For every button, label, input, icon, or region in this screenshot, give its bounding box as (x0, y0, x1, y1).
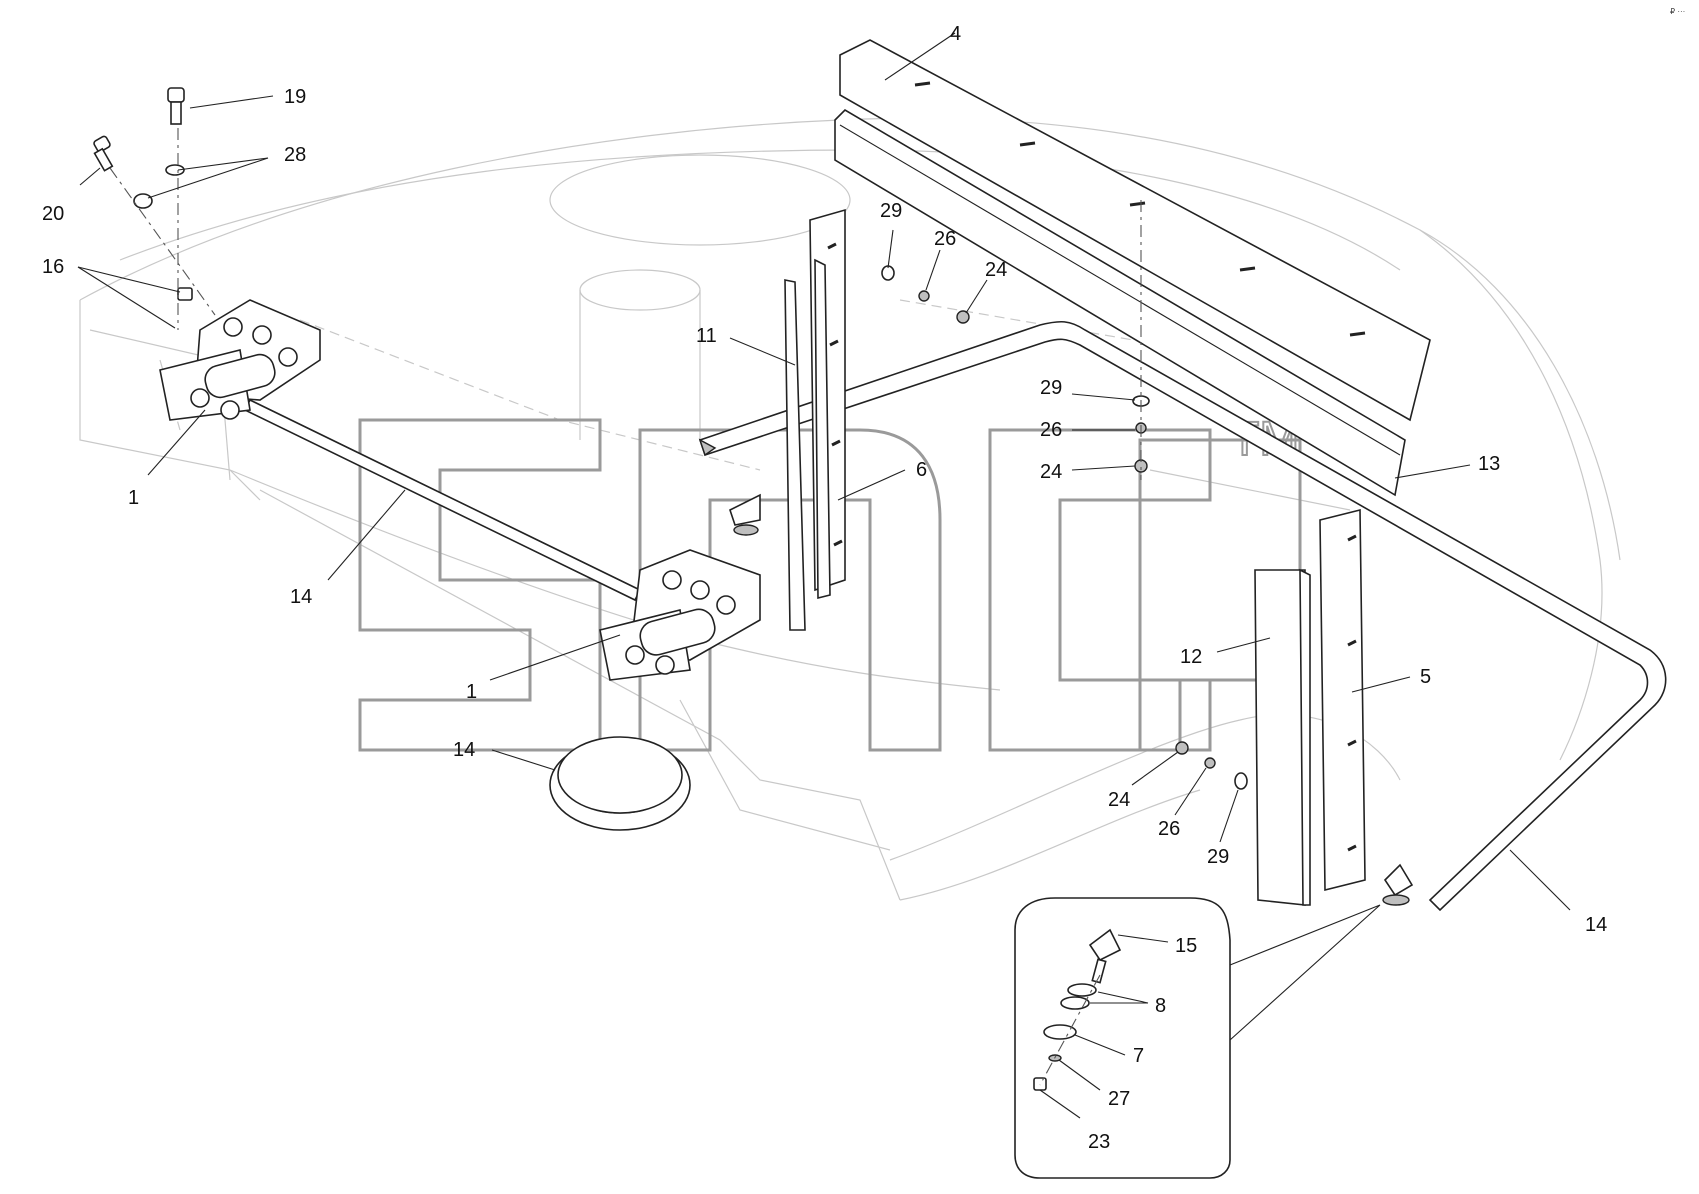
callout-19: 19 (284, 86, 306, 108)
washer-28 (133, 164, 185, 209)
callout-20: 20 (42, 203, 64, 225)
hardware-group-top (881, 265, 970, 324)
callout-28: 28 (284, 144, 306, 166)
callout-7: 7 (1133, 1045, 1144, 1067)
callout-11: 11 (696, 325, 717, 347)
hinge-assembly-1-lower (599, 549, 761, 681)
callout-29-middle: 29 (1040, 377, 1062, 399)
callout-8: 8 (1155, 995, 1166, 1017)
callout-5: 5 (1420, 666, 1431, 688)
strip-11 (784, 279, 806, 631)
callout-29-top: 29 (880, 200, 902, 222)
hardware-group-middle (1132, 200, 1150, 480)
grommet-ring-14 (549, 736, 691, 831)
callout-14-frame: 14 (1585, 914, 1607, 936)
callout-12: 12 (1180, 646, 1202, 668)
callout-13: 13 (1478, 453, 1500, 475)
callout-29-bottom: 29 (1207, 846, 1229, 868)
corner-stamp: ₽ ··· (1670, 7, 1685, 16)
callout-labels: 4 19 28 20 16 29 26 24 11 29 26 24 13 6 … (42, 23, 1607, 1153)
callout-26-top: 26 (934, 228, 956, 250)
nut-16 (177, 287, 193, 301)
seal-frame-14 (698, 320, 1667, 912)
bumper-15-right (1382, 863, 1414, 906)
callout-1-upper: 1 (128, 487, 139, 509)
callout-24-bottom: 24 (1108, 789, 1130, 811)
callout-16: 16 (42, 256, 64, 278)
bumper-15-left (729, 493, 761, 536)
callout-24-top: 24 (985, 259, 1007, 281)
bolt-19 (167, 87, 185, 125)
deflector-strip-13 (834, 108, 1406, 497)
hinge-assembly-1-upper (159, 299, 321, 421)
leader-lines (77, 32, 1571, 1119)
callout-26-bottom: 26 (1158, 818, 1180, 840)
bolt-20 (93, 135, 114, 172)
strip-5 (1319, 508, 1366, 892)
top-deflector-strip-4 (839, 39, 1431, 422)
callout-14-rod: 14 (290, 586, 312, 608)
strip-12 (1254, 568, 1311, 906)
callout-27: 27 (1108, 1088, 1130, 1110)
callout-15: 15 (1175, 935, 1197, 957)
callout-26-middle: 26 (1040, 419, 1062, 441)
callout-24-middle: 24 (1040, 461, 1062, 483)
strip-6 (809, 208, 846, 600)
callout-1-lower: 1 (466, 681, 477, 703)
callout-4: 4 (950, 23, 961, 45)
callout-23: 23 (1088, 1131, 1110, 1153)
callout-6: 6 (916, 459, 927, 481)
callout-14-ring: 14 (453, 739, 475, 761)
detail-inset-panel (1014, 897, 1381, 1179)
hardware-group-bottom (1175, 741, 1248, 790)
